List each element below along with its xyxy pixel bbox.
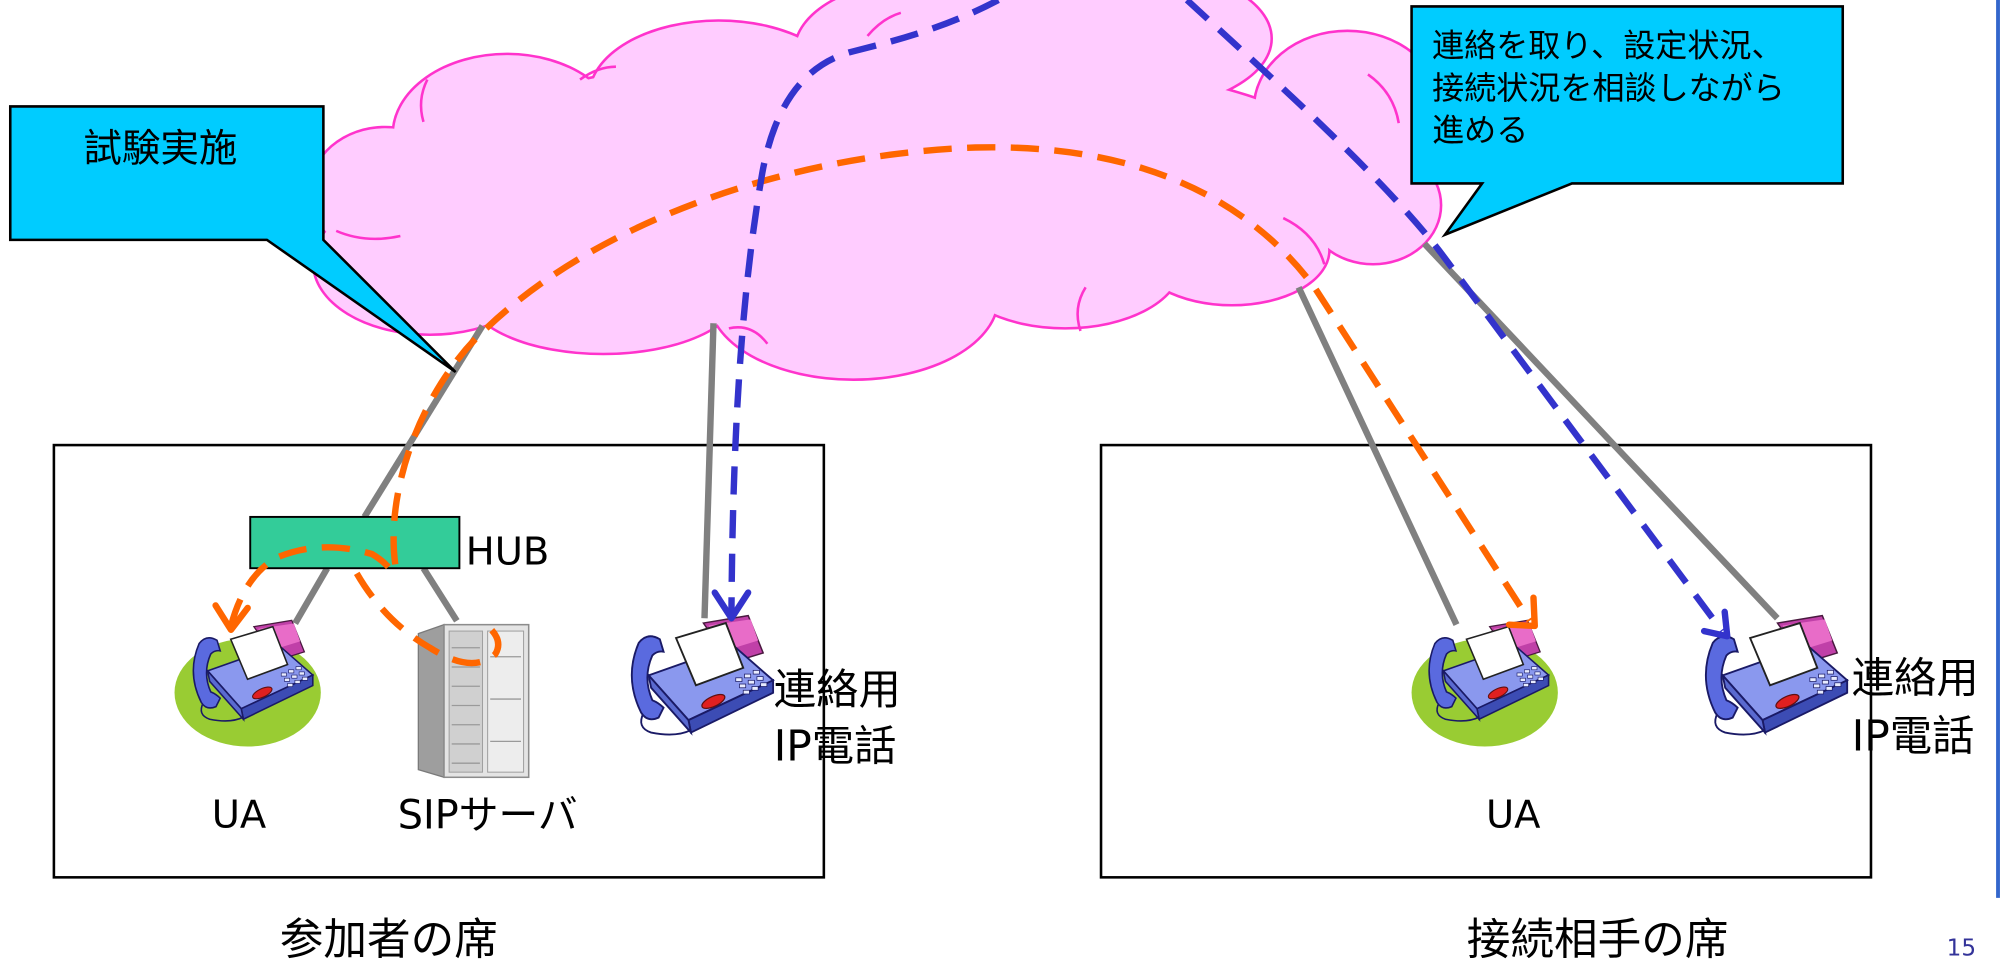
test-call-path-to-server	[353, 571, 502, 667]
test-call-arrowhead-partner	[1505, 594, 1538, 630]
cable-cloud-to-partner-ua	[1295, 285, 1460, 627]
callout-coordination-line-2: 接続状況を相談しながら	[1432, 69, 1785, 107]
sip-server-label: SIPサーバ	[398, 793, 578, 839]
cloud-inner-arcs	[335, 11, 1401, 345]
partner-seat-title: 接続相手の席	[1467, 915, 1729, 962]
callout-coordination-line-1: 連絡を取り、設定状況、	[1432, 26, 1783, 64]
participant-seat-title: 参加者の席	[280, 915, 498, 962]
cable-hub-to-server	[420, 566, 460, 623]
hub-label: HUB	[466, 529, 550, 574]
cable-hub-to-ua	[292, 566, 331, 625]
network-cloud-icon	[311, 0, 1440, 378]
callout-coordination-shape	[1410, 5, 1845, 238]
cable-cloud-to-partner-phone	[1422, 241, 1780, 621]
callout-coordination-line-3: 進める	[1432, 111, 1528, 149]
contact-call-path-partner	[1184, 0, 1725, 633]
callout-test-execution-shape	[8, 105, 457, 374]
participant-contact-phone-label-2: IP電話	[774, 722, 897, 771]
contact-call-path	[711, 0, 1731, 640]
callout-coordination: 連絡を取り、設定状況、 接続状況を相談しながら 進める	[1410, 5, 1845, 238]
server-drive-slots	[451, 647, 521, 764]
server-bay-left	[448, 630, 484, 773]
callout-test-execution: 試験実施	[8, 105, 457, 374]
contact-call-path-participant	[728, 0, 1000, 614]
partner-contact-phone-label-2: IP電話	[1852, 711, 1975, 760]
test-call-path-to-ua	[227, 544, 395, 627]
contact-call-arrowhead-participant	[711, 589, 752, 622]
hub-icon	[249, 515, 461, 570]
partner-ua-label: UA	[1486, 792, 1540, 837]
participant-ua-label: UA	[212, 792, 266, 837]
cable-cloud-to-participant-phone	[701, 323, 717, 619]
sip-server-icon	[417, 623, 530, 779]
test-call-path	[212, 144, 1538, 667]
page-number: 15	[1947, 936, 1976, 962]
partner-contact-phone-label-1: 連絡用	[1852, 654, 1979, 703]
test-call-arrowhead-participant	[212, 602, 251, 633]
test-call-path-main	[390, 144, 1533, 623]
contact-call-arrowhead-partner	[1700, 608, 1731, 640]
participant-contact-phone-label-1: 連絡用	[774, 665, 901, 714]
callout-test-execution-text: 試験実施	[83, 127, 237, 172]
